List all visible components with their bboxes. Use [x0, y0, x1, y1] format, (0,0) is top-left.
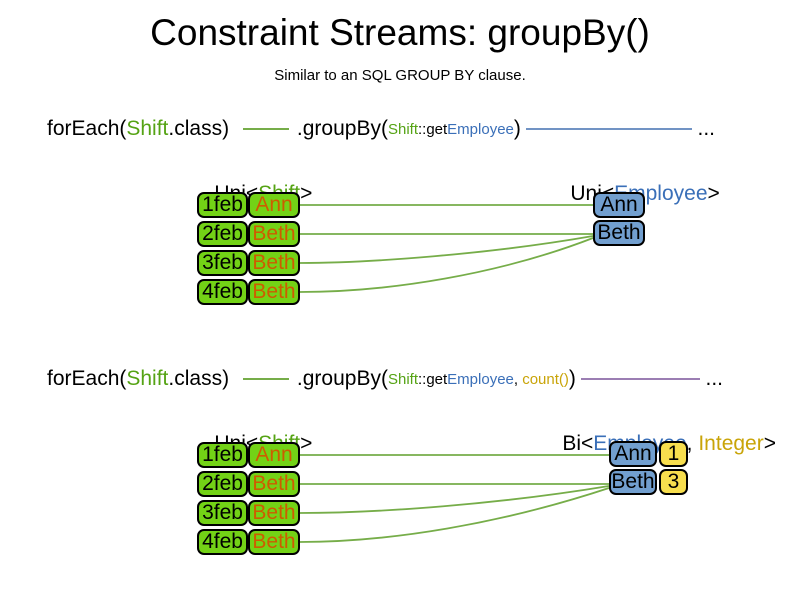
employee-group-box: Beth [609, 469, 657, 495]
label-suffix: > [707, 182, 720, 205]
method-ref-accessor-token: ::get [417, 370, 448, 388]
shift-date-cell: 1feb [197, 192, 248, 218]
shift-employee-cell: Beth [248, 500, 300, 526]
close-paren-token: ) [568, 367, 576, 390]
shift-date-cell: 4feb [197, 529, 248, 555]
method-ref-type-token: Employee [447, 370, 514, 388]
method-ref-accessor-token: ::get [417, 120, 448, 138]
shift-date-cell: 2feb [197, 221, 248, 247]
shift-row: 1feb Ann [197, 192, 300, 218]
foreach-stream-line [242, 378, 289, 380]
shift-employee-cell: Ann [248, 442, 300, 468]
groupby-stream-line [580, 378, 701, 380]
groupby-keyword: .groupBy( [296, 117, 388, 140]
group-row: Beth 3 [609, 469, 688, 495]
label-suffix: > [763, 432, 776, 455]
employee-group-box: Ann [609, 441, 657, 467]
shift-date-cell: 1feb [197, 442, 248, 468]
shift-employee-cell: Beth [248, 221, 300, 247]
close-paren-token: ) [513, 117, 521, 140]
foreach-keyword: forEach( [47, 117, 127, 140]
page-title: Constraint Streams: groupBy() [150, 12, 650, 53]
groupby-keyword: .groupBy( [296, 367, 388, 390]
label-separator: , [686, 432, 699, 455]
group-row: Ann 1 [609, 441, 688, 467]
shift-employee-cell: Beth [248, 529, 300, 555]
shift-row: 3feb Beth [197, 500, 300, 526]
page-subtitle: Similar to an SQL GROUP BY clause. [274, 67, 526, 84]
shift-row: 2feb Beth [197, 471, 300, 497]
ellipsis-token: ... [705, 367, 723, 390]
foreach-stream-line [242, 128, 289, 130]
code-line-groupby-1: forEach( Shift .class) .groupBy( Shift :… [47, 116, 715, 142]
groupby-stream-line [525, 128, 693, 130]
shift-row: 1feb Ann [197, 442, 300, 468]
code-line-groupby-2: forEach( Shift .class) .groupBy( Shift :… [47, 366, 723, 392]
shift-row: 2feb Beth [197, 221, 300, 247]
shift-row: 4feb Beth [197, 529, 300, 555]
method-ref-class-token: Shift [387, 370, 418, 388]
shift-row: 3feb Beth [197, 250, 300, 276]
employee-group-box: Ann [593, 192, 645, 218]
shift-employee-cell: Beth [248, 471, 300, 497]
count-function-token: count() [522, 370, 569, 388]
shift-employee-cell: Beth [248, 279, 300, 305]
shift-date-cell: 2feb [197, 471, 248, 497]
label-suffix: > [300, 432, 313, 455]
employee-group-box: Beth [593, 220, 645, 246]
label-suffix: > [300, 182, 313, 205]
shift-employee-cell: Ann [248, 192, 300, 218]
comma-token: , [513, 370, 523, 388]
shift-class-token: Shift [126, 367, 169, 390]
employee-groups-2: Ann 1 Beth 3 [609, 441, 688, 495]
shift-date-cell: 3feb [197, 250, 248, 276]
shift-table-2: 1feb Ann 2feb Beth 3feb Beth 4feb Beth [197, 442, 300, 555]
shift-date-cell: 3feb [197, 500, 248, 526]
count-box: 1 [659, 441, 688, 467]
ellipsis-token: ... [697, 117, 715, 140]
method-ref-class-token: Shift [387, 120, 418, 138]
employee-groups-1: Ann Beth [593, 192, 645, 246]
class-suffix-token: .class) [168, 367, 235, 390]
method-ref-type-token: Employee [447, 120, 514, 138]
shift-employee-cell: Beth [248, 250, 300, 276]
class-suffix-token: .class) [168, 117, 235, 140]
shift-date-cell: 4feb [197, 279, 248, 305]
count-box: 3 [659, 469, 688, 495]
integer-type-token: Integer [698, 432, 764, 455]
label-prefix: Bi< [562, 432, 594, 455]
shift-class-token: Shift [126, 117, 169, 140]
shift-table-1: 1feb Ann 2feb Beth 3feb Beth 4feb Beth [197, 192, 300, 305]
shift-row: 4feb Beth [197, 279, 300, 305]
foreach-keyword: forEach( [47, 367, 127, 390]
